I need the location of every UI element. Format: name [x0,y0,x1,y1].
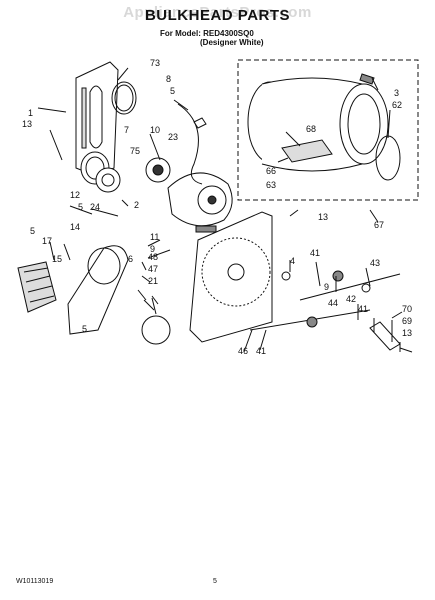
callout-label: 5 [82,324,87,334]
leader-lines [37,67,413,353]
blower-wheel [95,167,121,193]
callout-label: 1 [28,108,33,118]
roller-44 [332,270,344,282]
lint-housing [17,261,57,313]
drum-group-box [237,59,419,201]
wire-harness [177,103,203,185]
callout-label: 23 [168,132,178,142]
callout-label: 75 [130,146,140,156]
callout-label: 21 [148,276,158,286]
callout-label: 68 [306,124,316,134]
callout-label: 9 [150,244,155,254]
washer-4 [281,271,291,281]
callout-label: 9 [324,282,329,292]
callout-label: 6 [128,254,133,264]
rear-panel-slot [89,85,103,149]
callout-label: 41 [256,346,266,356]
callout-label: 62 [392,100,402,110]
drum-baffle [281,139,333,163]
belt-11 [195,225,217,233]
callout-label: 42 [346,294,356,304]
callout-label: 5 [30,226,35,236]
callout-label: 41 [310,248,320,258]
callout-label: 12 [70,190,80,200]
callout-label: 70 [402,304,412,314]
callout-label: 69 [402,316,412,326]
callout-label: 15 [52,254,62,264]
front-bulkhead [189,211,273,343]
callout-label: 5 [170,86,175,96]
watermark: AppliancePartsPros.com [123,4,312,21]
harness-21 [141,315,171,345]
color-line: (Designer White) [200,38,264,47]
blower-duct [67,245,129,335]
drum-clip [359,73,375,85]
callout-label: 46 [238,346,248,356]
callout-label: 17 [42,236,52,246]
callout-label: 3 [394,88,399,98]
page-title: BULKHEAD PARTS [144,7,291,24]
callout-label: 10 [150,125,160,135]
callout-label: 73 [150,58,160,68]
roller-42 [306,316,318,328]
callout-label: 66 [266,166,276,176]
clip-43 [361,283,371,293]
callout-label: 24 [90,202,100,212]
callout-label: 48 [148,252,158,262]
callout-label: 43 [370,258,380,268]
callout-label: 13 [402,328,412,338]
drum-seal [375,135,401,181]
callout-label: 8 [166,74,171,84]
page-number: 5 [213,578,217,585]
callout-label: 41 [358,304,368,314]
doc-number: W10113019 [16,578,54,585]
rear-panel-inner [81,87,87,149]
callout-label: 47 [148,264,158,274]
callout-label: 4 [290,256,295,266]
callout-label: 13 [22,119,32,129]
duct-loop [111,81,137,115]
callout-label: 67 [374,220,384,230]
callout-label: 2 [134,200,139,210]
drum-front-opening [339,83,389,165]
callout-label: 7 [124,125,129,135]
callout-label: 5 [78,202,83,212]
callout-label: 14 [70,222,80,232]
roller-shaft [299,273,401,301]
callout-label: 11 [150,232,159,242]
screw-23 [193,117,207,129]
callout-label: 44 [328,298,338,308]
model-line: For Model: RED4300SQ0 [160,29,254,38]
callout-label: 63 [266,180,276,190]
callout-label: 13 [318,212,328,222]
